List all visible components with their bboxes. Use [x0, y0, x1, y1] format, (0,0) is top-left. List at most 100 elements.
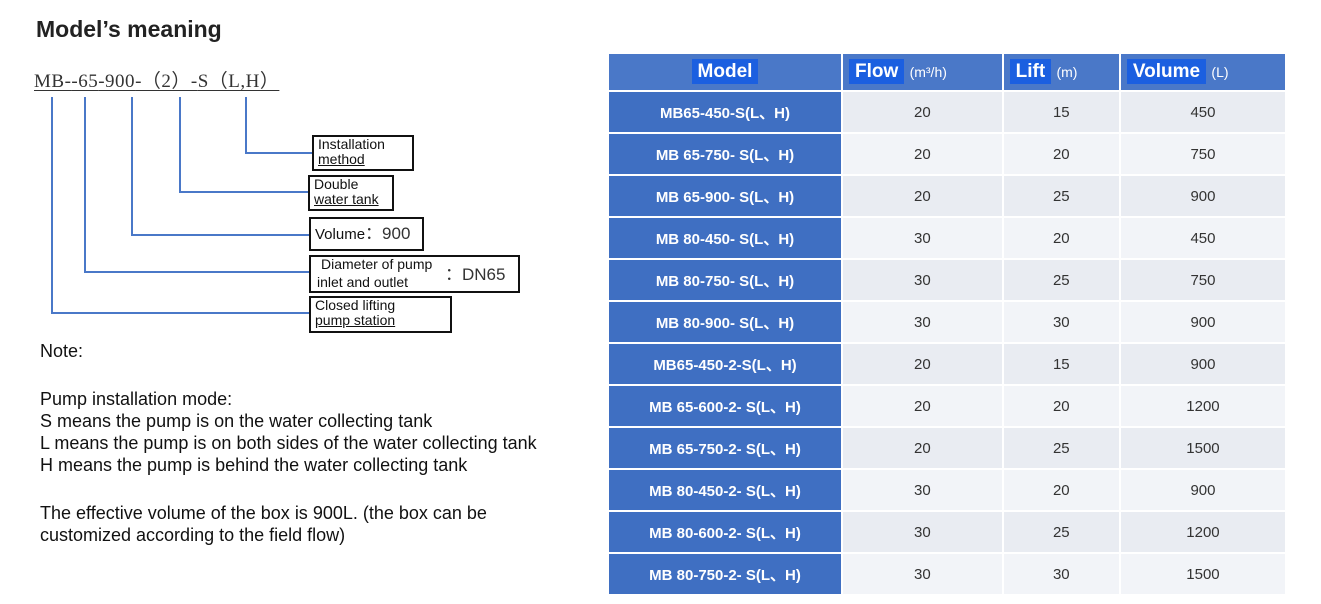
cell-flow: 30: [843, 218, 1002, 258]
cell-volume: 450: [1120, 92, 1285, 132]
cell-model: MB 65-750- S(L、H): [609, 134, 841, 174]
note-h-mode: H means the pump is behind the water col…: [40, 455, 468, 475]
box-text: Diameter of pump: [321, 256, 433, 272]
cell-volume: 900: [1120, 302, 1285, 342]
cell-volume: 1500: [1120, 554, 1285, 594]
cell-lift: 15: [1003, 92, 1119, 132]
box-text: inlet and outlet: [317, 274, 409, 290]
cell-flow: 20: [843, 92, 1002, 132]
cell-flow: 30: [843, 302, 1002, 342]
cell-lift: 25: [1003, 176, 1119, 216]
cell-volume: 1500: [1120, 428, 1285, 468]
cell-volume: 750: [1120, 260, 1285, 300]
cell-flow: 30: [843, 512, 1002, 552]
cell-flow: 20: [843, 344, 1002, 384]
cell-lift: 25: [1003, 260, 1119, 300]
code-part-diameter: -65: [71, 71, 99, 92]
box-text: water tank: [314, 191, 379, 207]
code-part-installation: S（L,H）: [197, 71, 280, 92]
header-text: Volume: [1126, 59, 1207, 84]
box-text: Closed lifting: [315, 297, 396, 313]
cell-flow: 30: [843, 554, 1002, 594]
cell-flow: 20: [843, 386, 1002, 426]
model-code: MB--65-900-（2）-S（L,H）: [34, 66, 279, 93]
cell-volume: 450: [1120, 218, 1285, 258]
label-closed-lifting: Closed lifting pump station: [309, 296, 452, 333]
line-diameter: [84, 97, 310, 273]
header-unit: (m³/h): [909, 64, 947, 80]
label-installation-method: Installation method: [312, 135, 414, 171]
cell-volume: 900: [1120, 470, 1285, 510]
line-closed: [51, 97, 309, 314]
header-text: Lift: [1009, 59, 1052, 84]
note-spacer: [40, 362, 537, 388]
cell-lift: 20: [1003, 134, 1119, 174]
box-text: Volume: [315, 226, 366, 243]
cell-model: MB 65-900- S(L、H): [609, 176, 841, 216]
code-part-mb: MB-: [34, 71, 72, 92]
header-lift: Lift (m): [1003, 54, 1119, 90]
header-model: Model: [609, 54, 841, 90]
note-l-mode: L means the pump is on both sides of the…: [40, 433, 537, 453]
code-part-volume: -900: [98, 71, 136, 92]
cell-lift: 15: [1003, 344, 1119, 384]
box-value: ：900: [365, 224, 411, 243]
cell-volume: 900: [1120, 344, 1285, 384]
header-flow: Flow (m³/h): [843, 54, 1002, 90]
header-text: Flow: [849, 59, 905, 84]
cell-volume: 750: [1120, 134, 1285, 174]
line-double: [179, 97, 308, 193]
box-text: Double: [314, 176, 359, 192]
cell-volume: 1200: [1120, 512, 1285, 552]
box-text: method: [318, 151, 365, 167]
note-volume-1: The effective volume of the box is 900L.…: [40, 503, 487, 523]
box-text: Installation: [318, 136, 385, 152]
label-volume: Volume：900: [309, 217, 424, 251]
cell-flow: 20: [843, 428, 1002, 468]
note-mode-heading: Pump installation mode:: [40, 389, 233, 409]
cell-lift: 20: [1003, 218, 1119, 258]
note-spacer: [40, 476, 537, 502]
cell-lift: 20: [1003, 386, 1119, 426]
line-installation: [245, 97, 313, 154]
cell-model: MB 80-450-2- S(L、H): [609, 470, 841, 510]
cell-lift: 30: [1003, 554, 1119, 594]
cell-lift: 25: [1003, 428, 1119, 468]
header-unit: (L): [1211, 64, 1229, 80]
cell-model: MB 80-900- S(L、H): [609, 302, 841, 342]
connector-lines: [51, 97, 313, 314]
table-header-row: Model Flow (m³/h) Lift (m) Volume (L): [609, 54, 1285, 90]
note-s-mode: S means the pump is on the water collect…: [40, 411, 433, 431]
model-table: Model Flow (m³/h) Lift (m) Volume (L) MB…: [607, 52, 1287, 596]
header-volume: Volume (L): [1120, 54, 1285, 90]
cell-lift: 20: [1003, 470, 1119, 510]
cell-model: MB 80-600-2- S(L、H): [609, 512, 841, 552]
label-double-water-tank: Double water tank: [308, 175, 394, 211]
cell-flow: 30: [843, 260, 1002, 300]
cell-lift: 30: [1003, 302, 1119, 342]
cell-model: MB65-450-2-S(L、H): [609, 344, 841, 384]
box-value: ：DN65: [445, 265, 506, 284]
cell-model: MB 80-450- S(L、H): [609, 218, 841, 258]
cell-volume: 900: [1120, 176, 1285, 216]
label-diameter: Diameter of pump inlet and outlet ：DN65: [309, 255, 520, 293]
cell-model: MB65-450-S(L、H): [609, 92, 841, 132]
cell-model: MB 80-750- S(L、H): [609, 260, 841, 300]
note-volume-2: customized according to the field flow): [40, 525, 346, 545]
note-heading: Note:: [40, 341, 84, 361]
cell-model: MB 80-750-2- S(L、H): [609, 554, 841, 594]
section-title: Model’s meaning: [36, 16, 222, 42]
header-text: Model: [691, 59, 759, 84]
